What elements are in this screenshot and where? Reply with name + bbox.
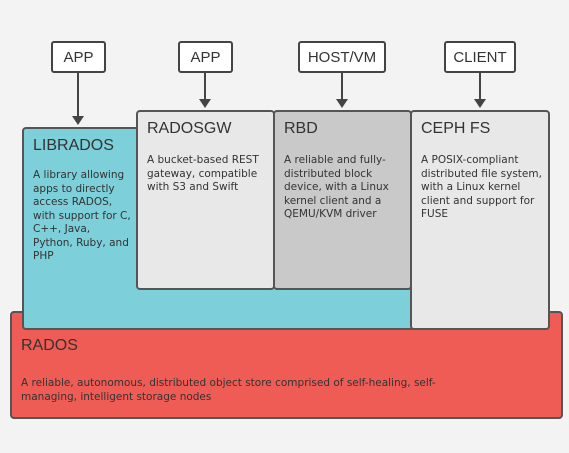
host-vm-client-box: HOST/VM (298, 41, 386, 73)
librados-description: A library allowing apps to directly acce… (33, 169, 131, 262)
rbd-description: A reliable and fully-distributed block d… (284, 154, 389, 220)
rados-title: RADOS (21, 337, 78, 354)
arrow-host-vm-to-rbd (336, 73, 348, 108)
radosgw-description: A bucket-based REST gateway, compatible … (147, 154, 259, 193)
client-box: CLIENT (444, 41, 516, 73)
cephfs-title: CEPH FS (421, 120, 491, 137)
arrow-app-to-librados (72, 73, 84, 125)
rbd-layer: RBD A reliable and fully-distributed blo… (273, 110, 412, 290)
arrow-app-to-radosgw (199, 73, 211, 108)
arrow-client-to-cephfs (474, 73, 486, 108)
radosgw-title: RADOSGW (147, 120, 232, 137)
cephfs-description: A POSIX-compliant distributed file syste… (421, 154, 542, 220)
rados-description: A reliable, autonomous, distributed obje… (21, 377, 436, 403)
rbd-title: RBD (284, 120, 318, 137)
radosgw-layer: RADOSGW A bucket-based REST gateway, com… (136, 110, 275, 290)
app-client-box-2: APP (178, 41, 233, 73)
librados-title: LIBRADOS (33, 137, 114, 154)
app-client-box-1: APP (51, 41, 106, 73)
cephfs-layer: CEPH FS A POSIX-compliant distributed fi… (410, 110, 550, 330)
